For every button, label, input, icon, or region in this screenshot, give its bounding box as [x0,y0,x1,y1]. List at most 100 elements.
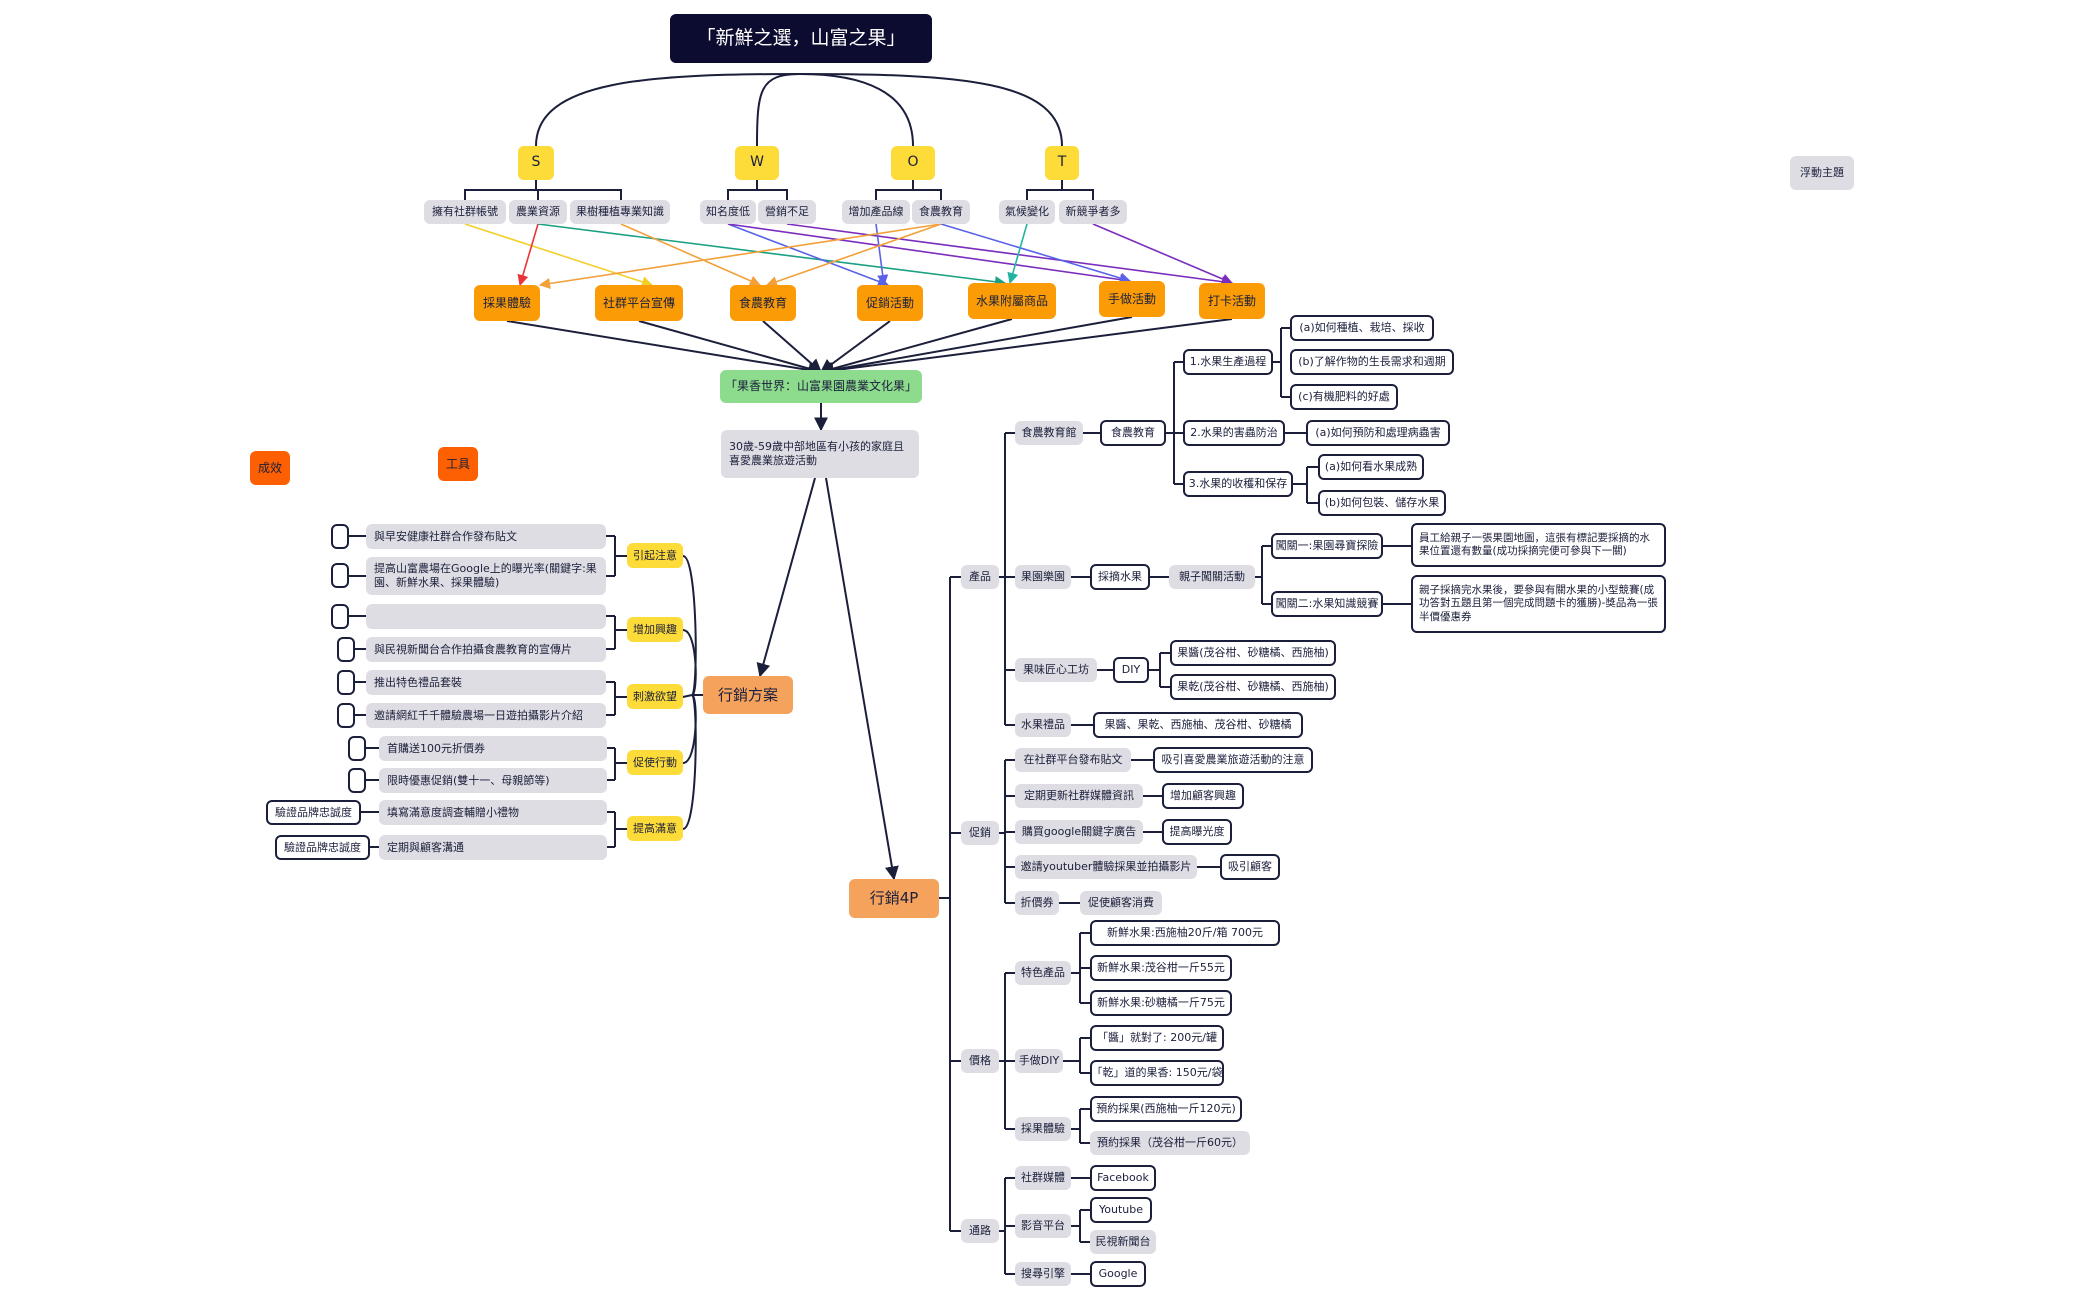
swot-w-item[interactable]: 營銷不足 [758,200,816,224]
edu-sub[interactable]: 1.水果生產過程 [1183,349,1273,375]
strategy-node[interactable]: 社群平台宣傳 [595,285,683,321]
price-item[interactable]: 「醬」就對了: 200元/罐 [1090,1025,1224,1051]
p4-promotion[interactable]: 促銷 [961,821,999,845]
promotion-row[interactable]: 定期更新社群媒體資訊 [1015,784,1143,808]
marketing-4p-node[interactable]: 行銷4P [849,879,939,918]
place-item[interactable]: Facebook [1090,1165,1156,1191]
effect-box[interactable] [337,637,355,662]
plan-item[interactable]: 限時優惠促銷(雙十一、母親節等) [379,768,607,793]
concept-node[interactable]: 「果香世界：山富果園農業文化果」 [720,370,922,403]
effect-box[interactable] [348,768,366,793]
plan-item[interactable]: 與早安健康社群合作發布貼文 [366,524,606,549]
product-gift[interactable]: 水果禮品 [1015,713,1071,737]
swot-s[interactable]: S [518,146,554,180]
place-item[interactable]: Google [1090,1261,1146,1287]
plan-item[interactable]: 推出特色禮品套裝 [366,670,606,695]
price-item[interactable]: 新鮮水果:茂谷柑一斤55元 [1090,955,1232,981]
effect-box[interactable] [348,736,366,761]
price-group[interactable]: 採果體驗 [1015,1117,1071,1141]
strategy-node[interactable]: 手做活動 [1099,281,1165,317]
promotion-row[interactable]: 購買google關鍵字廣告 [1015,820,1143,844]
swot-t-item[interactable]: 新競爭者多 [1059,200,1127,224]
plan-item[interactable]: 提高山富農場在Google上的曝光率(關鍵字:果園、新鮮水果、採果體驗) [366,557,606,595]
plan-item[interactable] [366,604,606,629]
edu-item[interactable]: (b)了解作物的生長需求和週期 [1290,349,1454,375]
promotion-row[interactable]: 折價券 [1015,891,1059,915]
promotion-detail[interactable]: 吸引顧客 [1220,854,1280,880]
plan-item[interactable]: 定期與顧客溝通 [379,835,607,860]
target-audience-node[interactable]: 30歲-59歲中部地區有小孩的家庭且喜愛農業旅遊活動 [721,430,919,478]
price-group[interactable]: 特色產品 [1015,961,1071,985]
price-group[interactable]: 手做DIY [1015,1049,1063,1073]
plan-item[interactable]: 填寫滿意度調查輔贈小禮物 [379,800,607,825]
strategy-node[interactable]: 促銷活動 [857,285,923,321]
place-group[interactable]: 搜尋引擎 [1015,1262,1071,1286]
strategy-node[interactable]: 打卡活動 [1199,283,1265,319]
garden-level-detail[interactable]: 員工給親子一張果園地圖，這張有標記要採摘的水果位置還有數量(成功採摘完便可參與下… [1411,523,1666,567]
diy-item[interactable]: 果乾(茂谷柑、砂糖橘、西施柚) [1170,674,1336,700]
promotion-row[interactable]: 在社群平台發布貼文 [1015,748,1131,772]
garden-level-detail[interactable]: 親子採摘完水果後，要參與有關水果的小型競賽(成功答對五題且第一個完成問題卡的獲勝… [1411,575,1666,633]
promotion-detail[interactable]: 吸引喜愛農業旅遊活動的注意 [1153,747,1313,773]
marketing-plan-node[interactable]: 行銷方案 [703,676,793,714]
promotion-detail[interactable]: 增加顧客興趣 [1162,783,1244,809]
garden-grandchild[interactable]: 親子闖關活動 [1169,565,1255,589]
plan-stage[interactable]: 引起注意 [627,543,683,568]
price-item[interactable]: 新鮮水果:西施柚20斤/箱 700元 [1090,920,1280,946]
product-edu[interactable]: 食農教育館 [1015,421,1083,445]
effect-box[interactable]: 驗證品牌忠誠度 [266,800,361,825]
swot-t[interactable]: T [1045,146,1079,180]
effect-box[interactable] [337,703,355,728]
edu-item[interactable]: (a)如何預防和處理病蟲害 [1306,420,1450,446]
place-item[interactable]: Youtube [1090,1197,1152,1223]
plan-stage[interactable]: 促使行動 [627,750,683,775]
edu-sub[interactable]: 2.水果的害蟲防治 [1183,420,1285,446]
plan-item[interactable]: 邀請網紅千千體驗農場一日遊拍攝影片介紹 [366,703,606,728]
effect-box[interactable] [331,604,349,629]
plan-stage[interactable]: 增加興趣 [627,617,683,642]
swot-o-item[interactable]: 增加產品線 [842,200,910,224]
strategy-node[interactable]: 採果體驗 [474,285,540,321]
diy-item[interactable]: 果醬(茂谷柑、砂糖橘、西施柚) [1170,640,1336,666]
effect-box[interactable]: 驗證品牌忠誠度 [275,835,370,860]
swot-o[interactable]: O [891,146,935,180]
swot-w[interactable]: W [735,146,779,180]
garden-child[interactable]: 採摘水果 [1090,564,1150,590]
plan-item[interactable]: 與民視新聞台合作拍攝食農教育的宣傳片 [366,637,606,662]
swot-s-item[interactable]: 農業資源 [509,200,567,224]
p4-price[interactable]: 價格 [961,1049,999,1073]
price-item[interactable]: 預約採果（茂谷柑一斤60元） [1090,1131,1250,1155]
place-item[interactable]: 民視新聞台 [1090,1230,1156,1254]
effect-box[interactable] [337,670,355,695]
swot-s-item[interactable]: 擁有社群帳號 [424,200,506,224]
promotion-detail[interactable]: 促使顧客消費 [1080,891,1162,915]
edu-sub[interactable]: 3.水果的收穫和保存 [1183,471,1293,497]
swot-o-item[interactable]: 食農教育 [912,200,970,224]
effect-box[interactable] [331,563,349,588]
product-garden[interactable]: 果園樂園 [1015,565,1071,589]
strategy-node[interactable]: 水果附屬商品 [968,283,1056,319]
edu-item[interactable]: (c)有機肥料的好處 [1290,384,1398,410]
p4-place[interactable]: 通路 [961,1219,999,1243]
price-item[interactable]: 新鮮水果:砂糖橘一斤75元 [1090,990,1232,1016]
place-group[interactable]: 影音平台 [1015,1214,1071,1238]
product-edu-child[interactable]: 食農教育 [1100,420,1166,446]
promotion-row[interactable]: 邀請youtuber體驗採果並拍攝影片 [1015,855,1197,879]
price-item[interactable]: 「乾」道的果香: 150元/袋 [1090,1060,1224,1086]
garden-level[interactable]: 闖關二:水果知識競賽 [1271,591,1383,617]
price-item[interactable]: 預約採果(西施柚一斤120元) [1090,1096,1242,1122]
edu-item[interactable]: (b)如何包裝、儲存水果 [1318,490,1446,516]
strategy-node[interactable]: 食農教育 [730,285,796,321]
swot-w-item[interactable]: 知名度低 [700,200,756,224]
edu-item[interactable]: (a)如何種植、栽培、採收 [1290,315,1434,341]
edu-item[interactable]: (a)如何看水果成熟 [1318,454,1424,480]
p4-product[interactable]: 產品 [961,565,999,589]
gift-detail[interactable]: 果醬、果乾、西施柚、茂谷柑、砂糖橘 [1093,712,1303,738]
plan-item[interactable]: 首購送100元折價券 [379,736,607,761]
promotion-detail[interactable]: 提高曝光度 [1162,819,1232,845]
garden-level[interactable]: 闖關一:果園尋寶探險 [1271,533,1383,559]
plan-stage[interactable]: 刺激欲望 [627,684,683,709]
plan-stage[interactable]: 提高滿意 [627,816,683,841]
diy-child[interactable]: DIY [1113,657,1149,683]
swot-t-item[interactable]: 氣候變化 [999,200,1055,224]
